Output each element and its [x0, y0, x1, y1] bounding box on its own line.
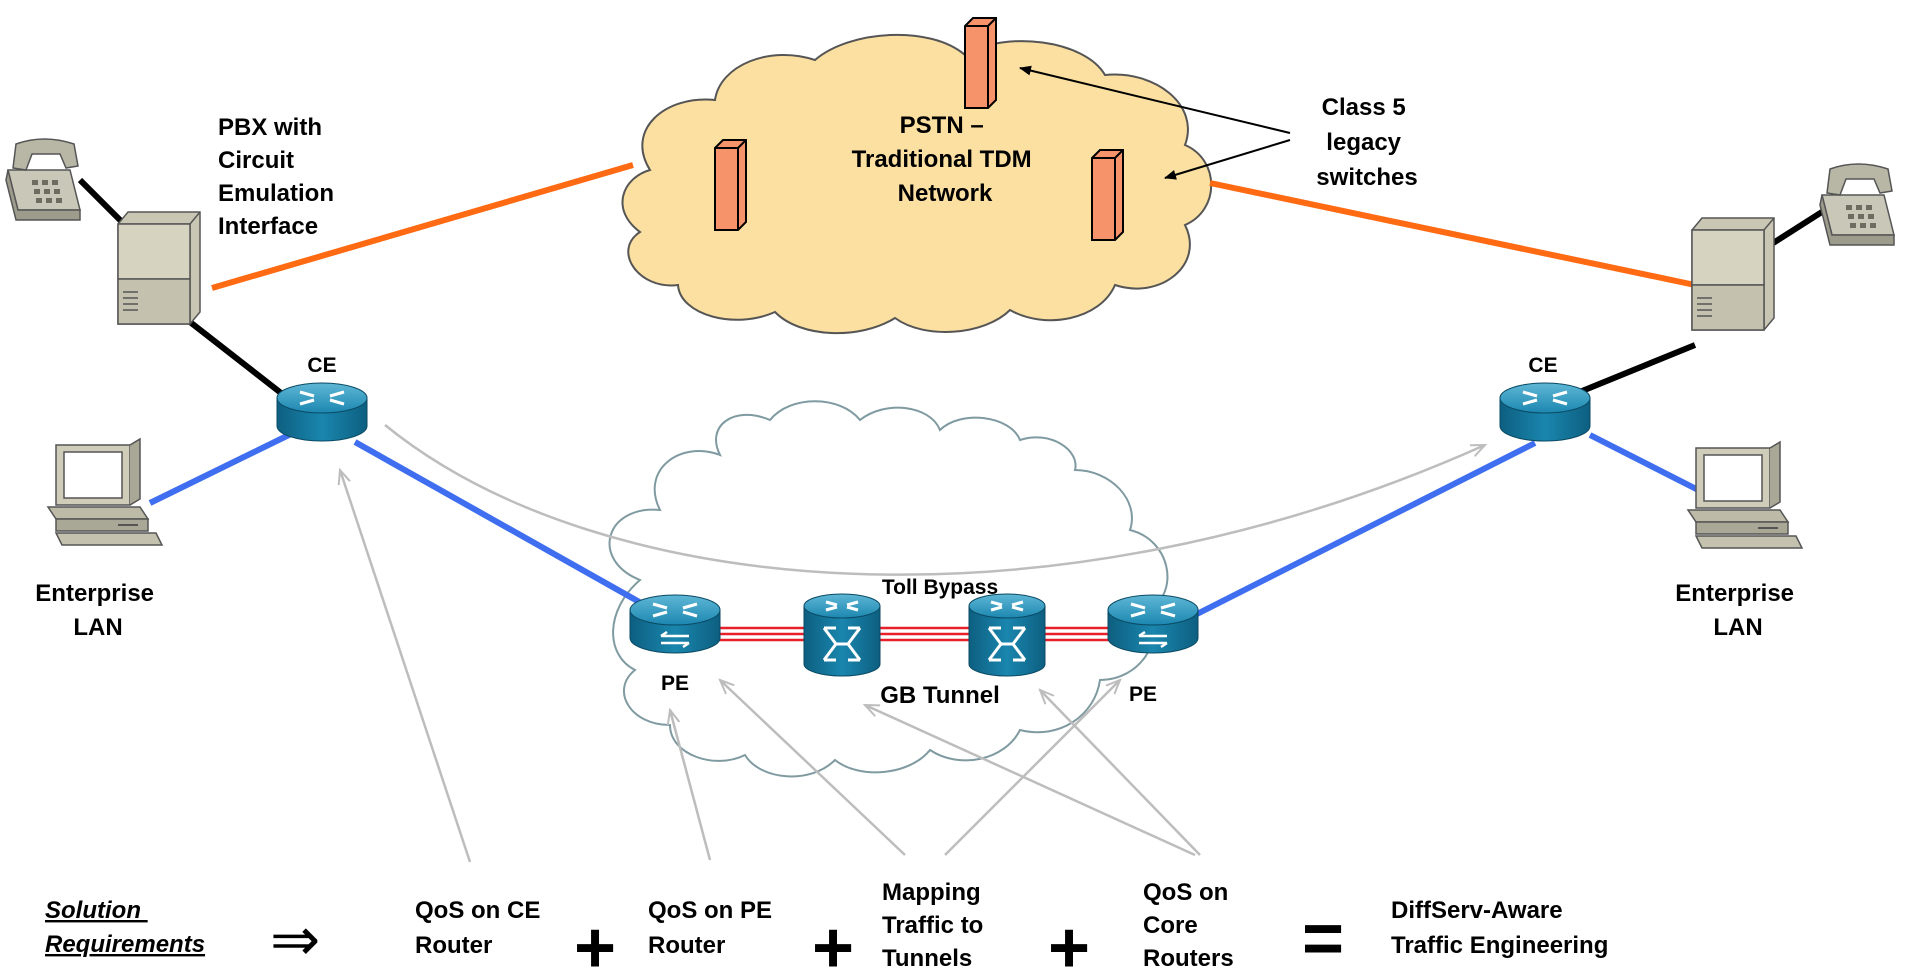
pbx-label-left: PBX with Circuit Emulation Interface — [218, 114, 341, 240]
qos-pe-label: QoS on PE Router — [648, 897, 779, 959]
pe-label-right: PE — [1129, 683, 1157, 706]
ce-pe-link-left — [353, 439, 652, 611]
ce-lan-link-right — [1588, 432, 1714, 500]
class5-switch-icon-2 — [714, 139, 747, 231]
pe-router-icon-right — [1108, 595, 1198, 653]
phone-icon-right — [1819, 163, 1895, 246]
ce-router-icon-left — [275, 381, 369, 443]
core-switch-icon-1 — [802, 592, 882, 678]
plus-symbol-2: + — [812, 908, 854, 973]
ce-label-right: CE — [1528, 354, 1557, 377]
plus-symbol-3: + — [1048, 908, 1090, 973]
pc-icon-left — [47, 438, 163, 546]
pbx-ce-link-left — [188, 319, 292, 403]
pe-label-left: PE — [661, 672, 689, 695]
class5-switch-icon-1 — [964, 17, 997, 109]
solution-requirements-label: Solution Requirements — [45, 897, 205, 958]
lan-label-right: Enterprise LAN — [1675, 580, 1800, 641]
qos-ce-label: QoS on CE Router — [415, 897, 547, 959]
pe-ce-link-right — [1193, 440, 1537, 618]
phone-pbx-link-left — [77, 177, 128, 228]
plus-symbol-1: + — [574, 908, 616, 973]
gb-tunnel-lines — [712, 626, 1118, 642]
implies-symbol: ⇒ — [270, 906, 320, 973]
qos-core-label: QoS on Core Routers — [1143, 879, 1235, 972]
class5-label: Class 5 legacy switches — [1316, 94, 1417, 191]
core-switch-icon-2 — [967, 592, 1047, 678]
lan-label-left: Enterprise LAN — [35, 580, 160, 641]
pbx-icon-right — [1691, 217, 1775, 331]
class5-arrow-top — [1019, 65, 1291, 134]
mpls-cloud — [608, 400, 1169, 778]
mapping-label: Mapping Traffic to Tunnels — [882, 879, 990, 972]
pstn-link-left — [211, 162, 634, 291]
pe-router-icon-left — [630, 595, 720, 653]
lan-ce-link-left — [148, 429, 297, 506]
class5-arrow-bottom — [1164, 139, 1291, 180]
phone-pbx-link-right — [1768, 207, 1827, 248]
equals-symbol: = — [1302, 899, 1344, 973]
requirement-pointers — [340, 470, 1201, 863]
pc-icon-right — [1687, 441, 1803, 549]
class5-switch-icon-3 — [1091, 149, 1124, 241]
ce-router-icon-right — [1498, 381, 1592, 443]
gb-tunnel-label: GB Tunnel — [880, 682, 1000, 709]
pstn-link-right — [1209, 180, 1696, 288]
toll-bypass-label: Toll Bypass — [882, 576, 998, 599]
pbx-icon-left — [117, 211, 201, 325]
result-label: DiffServ-Aware Traffic Engineering — [1391, 897, 1608, 959]
phone-icon-left — [5, 138, 81, 221]
pstn-cloud — [621, 33, 1213, 334]
pstn-label: PSTN – Traditional TDM Network — [852, 112, 1039, 207]
ce-label-left: CE — [307, 354, 336, 377]
toll-bypass-arrow — [384, 424, 1485, 576]
